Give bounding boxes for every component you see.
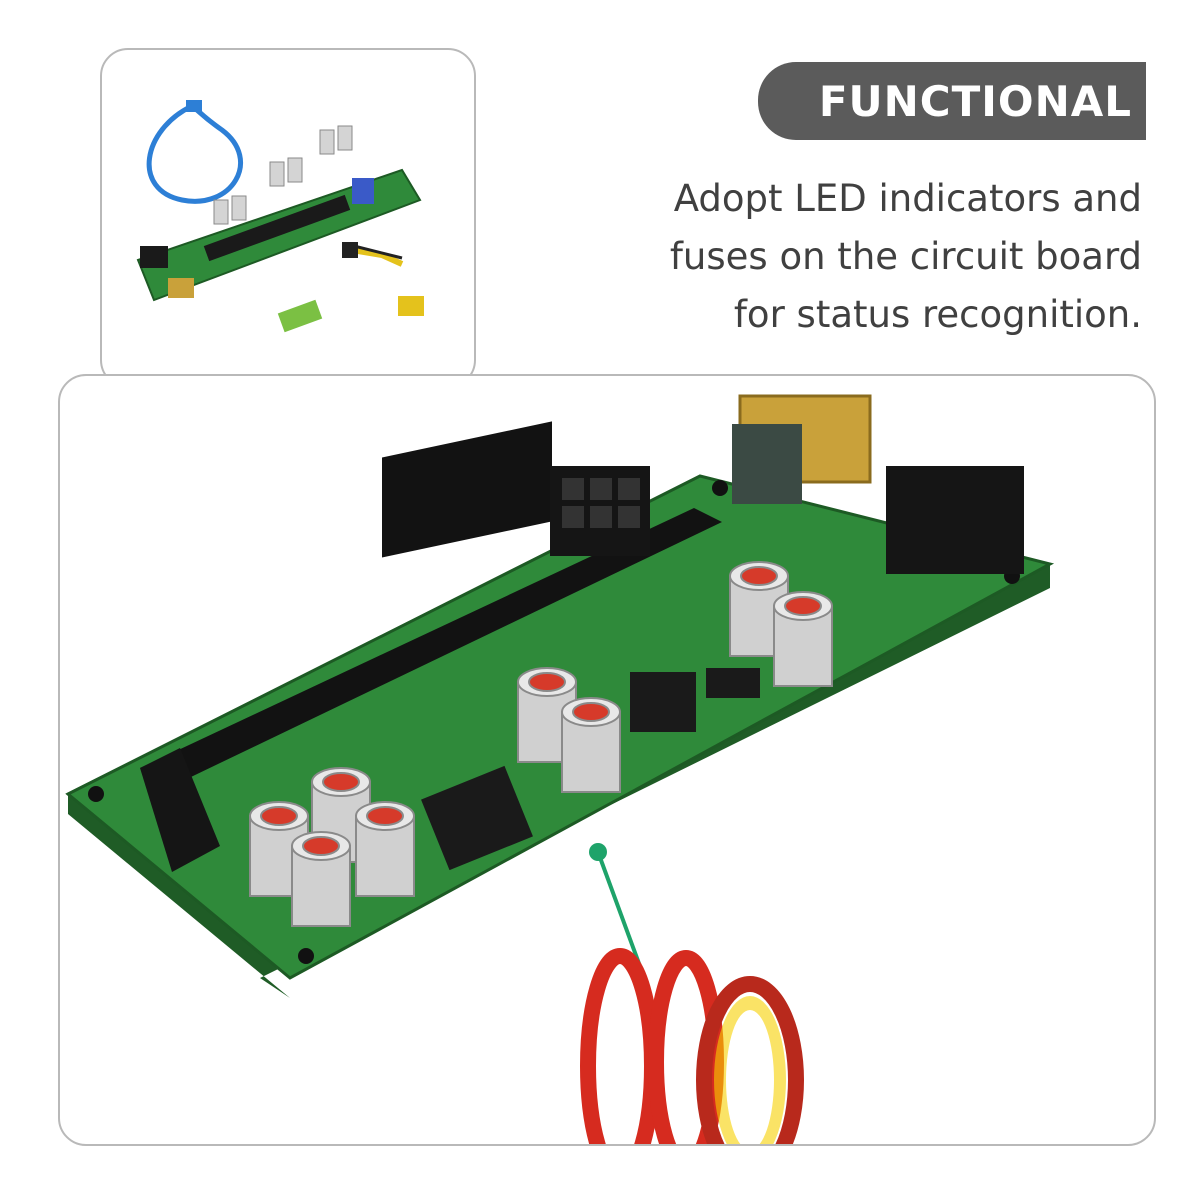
description-line: Adopt LED indicators and [673,177,1142,220]
description-line: fuses on the circuit board [669,235,1142,278]
board-photo-card [58,374,1156,1146]
product-kit-card [100,48,476,388]
double-sided-tape-icon [580,948,804,1144]
pcie-riser-board-icon [65,394,1055,998]
riser-kit-icon [136,100,424,333]
title-banner: FUNCTIONAL [758,62,1146,140]
description-line: for status recognition. [733,293,1142,336]
title-text: FUNCTIONAL [818,76,1132,126]
description-text: Adopt LED indicators and fuses on the ci… [602,170,1142,344]
